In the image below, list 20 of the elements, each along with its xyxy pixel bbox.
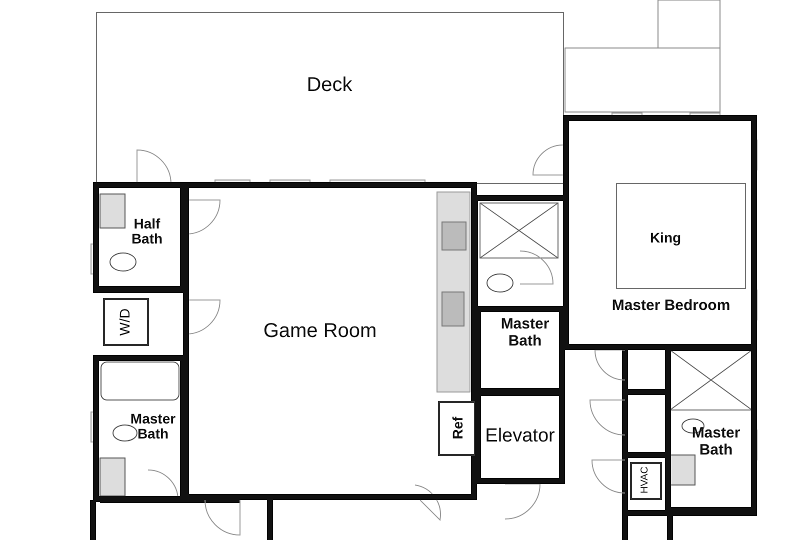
fixture-label: HVAC [640,466,650,494]
fixture-label: Ref [450,416,466,440]
room-label: Master Bath [129,412,177,442]
fixture-box [630,462,662,500]
fixture-box [103,298,149,346]
room-label: Master Bath [500,316,550,350]
room-label: Deck [306,74,352,96]
room-label: Elevator [485,426,555,448]
bed-drawing [616,183,746,289]
room-label: King [650,230,682,246]
room-outline [563,115,757,350]
fixture-box [438,401,476,456]
room-label: Master Bedroom [612,298,730,314]
fixture-label: W/D [117,308,133,336]
room-label: Master Bath [690,426,742,458]
room-label: Half Bath [130,216,164,248]
room-label: Game Room [263,320,377,342]
room-outline [93,355,186,502]
deck-outline [96,12,564,184]
room-outline [183,182,477,500]
